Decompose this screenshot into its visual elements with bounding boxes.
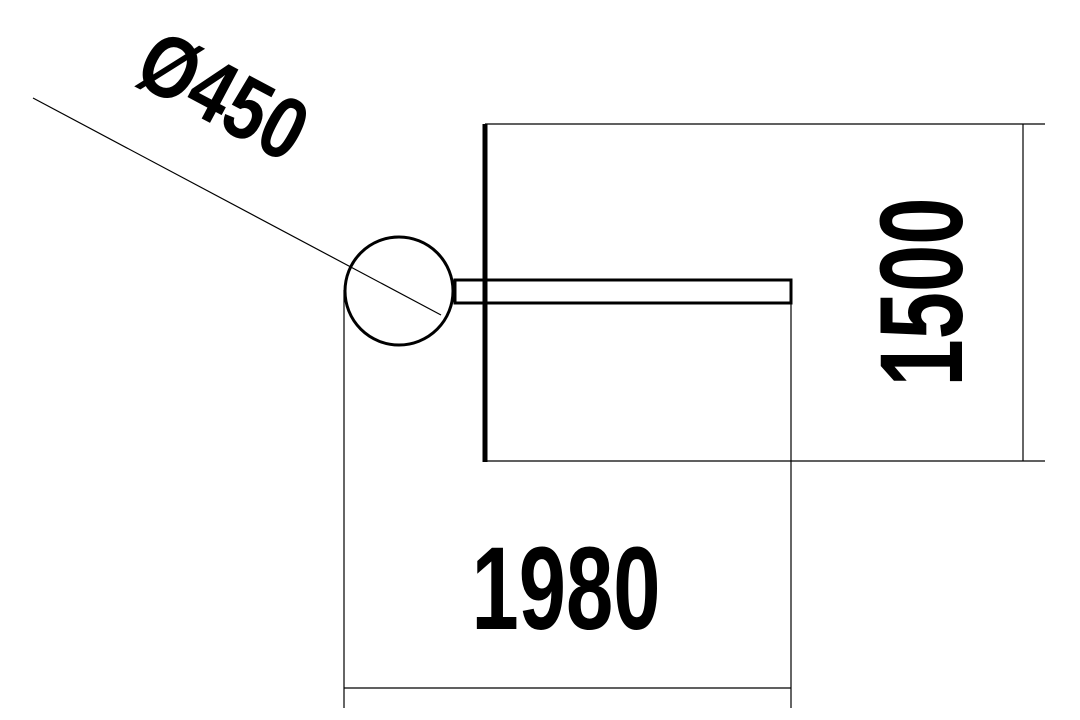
- diameter-label: Ø450: [122, 12, 324, 182]
- circular-element: [343, 235, 455, 347]
- diameter-leader-line: [32, 97, 442, 316]
- width-dimension-label: 1980: [472, 522, 661, 654]
- height-dimension-label: 1500: [855, 198, 987, 387]
- horizontal-arm: [453, 278, 793, 305]
